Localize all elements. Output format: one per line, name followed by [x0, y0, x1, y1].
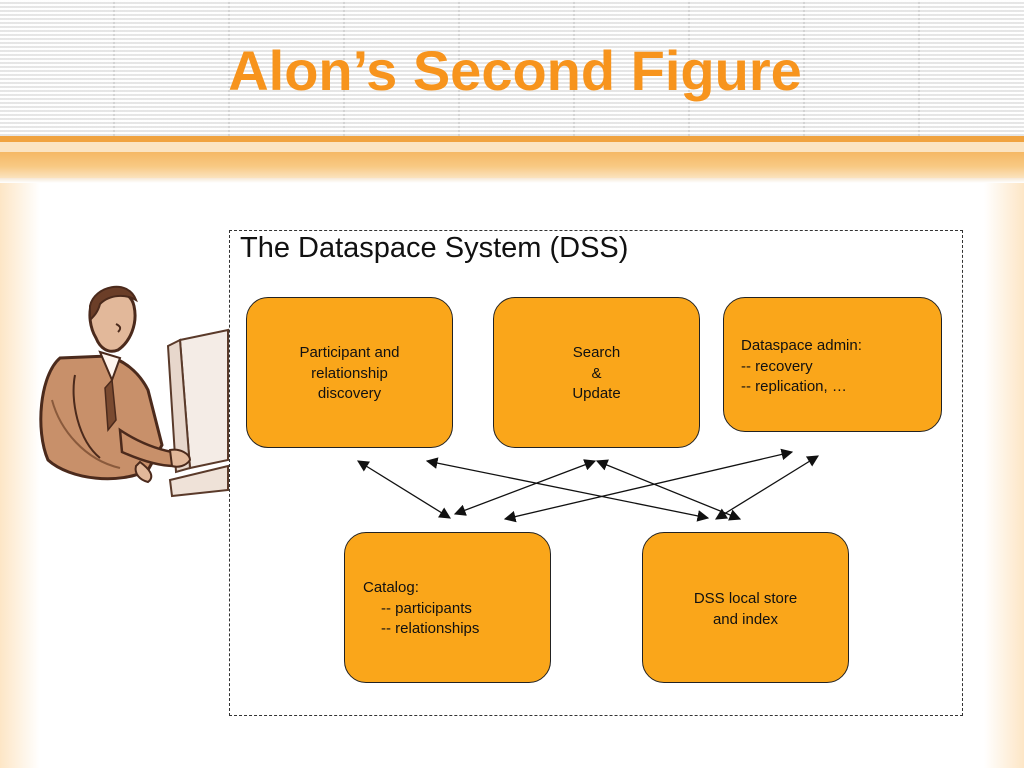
right-side-glow	[984, 183, 1024, 768]
businessman-at-computer-icon	[39, 285, 229, 498]
node-search-update: Search & Update	[493, 297, 700, 448]
node-text: discovery	[317, 385, 382, 402]
slide-title: Alon’s Second Figure	[228, 39, 802, 102]
node-dataspace-admin: Dataspace admin: -- recovery -- replicat…	[723, 297, 942, 432]
node-text: and index	[712, 610, 779, 628]
header-fade	[0, 178, 1024, 183]
node-catalog: Catalog: -- participants -- relationship…	[344, 532, 551, 683]
node-text: -- relationships	[381, 620, 480, 637]
header-stripes	[0, 0, 1024, 138]
node-text: -- participants	[381, 599, 472, 617]
header-light-bar	[0, 142, 1024, 152]
node-text: -- recovery	[741, 357, 813, 375]
node-text: Catalog:	[363, 579, 419, 596]
node-local-store: DSS local store and index	[642, 532, 849, 683]
node-text: DSS local store	[693, 590, 798, 607]
node-text: &	[591, 364, 602, 382]
header-orange-band	[0, 152, 1024, 178]
node-text: Search	[572, 344, 621, 361]
node-text: Dataspace admin:	[741, 337, 862, 354]
node-text: Update	[572, 385, 621, 402]
header-accent-bar	[0, 136, 1024, 142]
node-text: relationship	[311, 364, 388, 382]
dss-frame	[229, 230, 963, 716]
left-side-glow	[0, 183, 40, 768]
dss-title: The Dataspace System (DSS)	[240, 232, 629, 264]
node-text: Participant and	[299, 344, 400, 361]
node-participant-discovery: Participant and relationship discovery	[246, 297, 453, 448]
node-text: -- replication, …	[741, 378, 847, 395]
